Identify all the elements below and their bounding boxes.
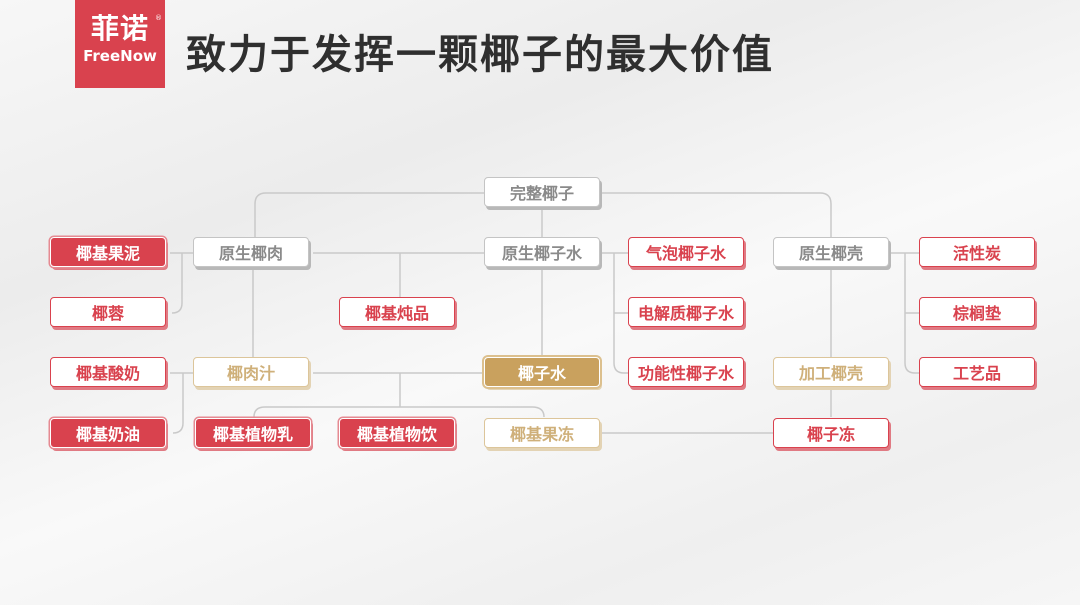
node-raw-water: 原生椰子水 (484, 237, 600, 267)
connector (600, 252, 628, 374)
node-coconut-jelly: 椰子冻 (773, 418, 889, 448)
node-processed-shell: 加工椰壳 (773, 357, 889, 387)
node-yogurt: 椰基酸奶 (50, 357, 166, 387)
connector (170, 252, 193, 314)
node-whole-coconut: 完整椰子 (484, 177, 600, 207)
logo-cn: 菲诺 (90, 12, 149, 45)
node-sparkling: 气泡椰子水 (628, 237, 744, 267)
connector (254, 192, 484, 237)
brand-logo: 菲诺 FreeNow ® (75, 0, 165, 88)
connector (253, 372, 545, 418)
node-stew: 椰基炖品 (339, 297, 455, 327)
logo-en: FreeNow (83, 47, 157, 65)
connector (170, 372, 193, 434)
connector (600, 192, 832, 237)
node-jelly: 椰基果冻 (484, 418, 600, 448)
node-coconut-water: 椰子水 (484, 357, 600, 387)
logo-registered: ® (155, 14, 162, 22)
connector (889, 252, 919, 374)
node-crafts: 工艺品 (919, 357, 1035, 387)
node-cream: 椰基奶油 (50, 418, 166, 448)
node-flakes: 椰蓉 (50, 297, 166, 327)
node-charcoal: 活性炭 (919, 237, 1035, 267)
node-plant-drink: 椰基植物饮 (339, 418, 455, 448)
node-puree: 椰基果泥 (50, 237, 166, 267)
connector (313, 252, 484, 297)
node-palm-mat: 棕榈垫 (919, 297, 1035, 327)
node-raw-meat: 原生椰肉 (193, 237, 309, 267)
node-electrolyte: 电解质椰子水 (628, 297, 744, 327)
node-plant-milk: 椰基植物乳 (195, 418, 311, 448)
node-meat-juice: 椰肉汁 (193, 357, 309, 387)
page-title: 致力于发挥一颗椰子的最大价值 (186, 32, 774, 78)
node-raw-shell: 原生椰壳 (773, 237, 889, 267)
node-functional: 功能性椰子水 (628, 357, 744, 387)
